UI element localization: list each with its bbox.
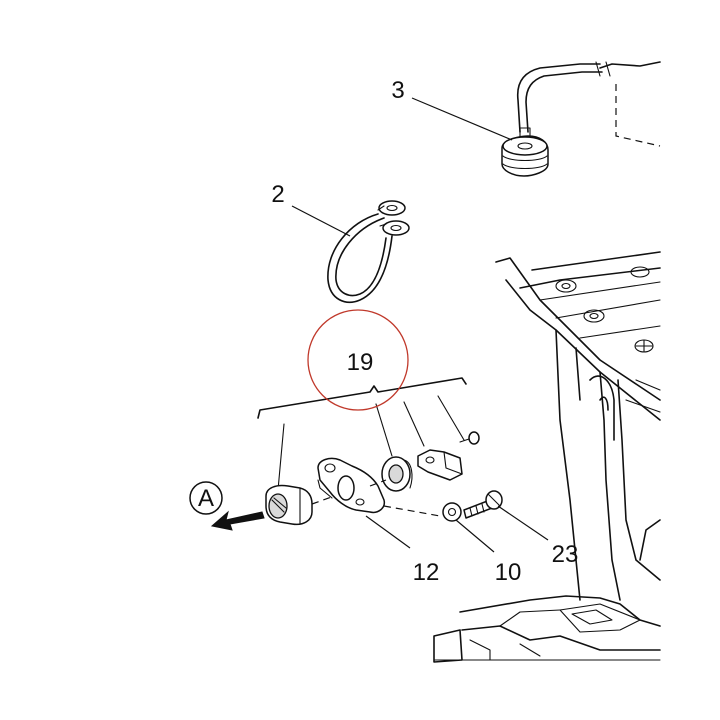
part-2-ground-cable [327,200,410,304]
callout-10: 10 [495,559,522,586]
leader-lines [291,97,549,553]
direction-arrow-a: A [189,481,265,531]
callout-12: 12 [413,559,440,586]
direction-marker-label: A [198,485,214,512]
highlight-circle-19 [307,309,409,411]
callout-19: 19 [347,349,374,376]
part-3-grommet-wire [501,61,611,177]
part-12-sensor-assembly [265,431,503,526]
part-19-group-bracket [257,377,467,491]
callout-3: 3 [391,77,404,104]
engine-block-outline [433,61,661,663]
callout-23: 23 [552,541,579,568]
callout-2: 2 [271,181,284,208]
